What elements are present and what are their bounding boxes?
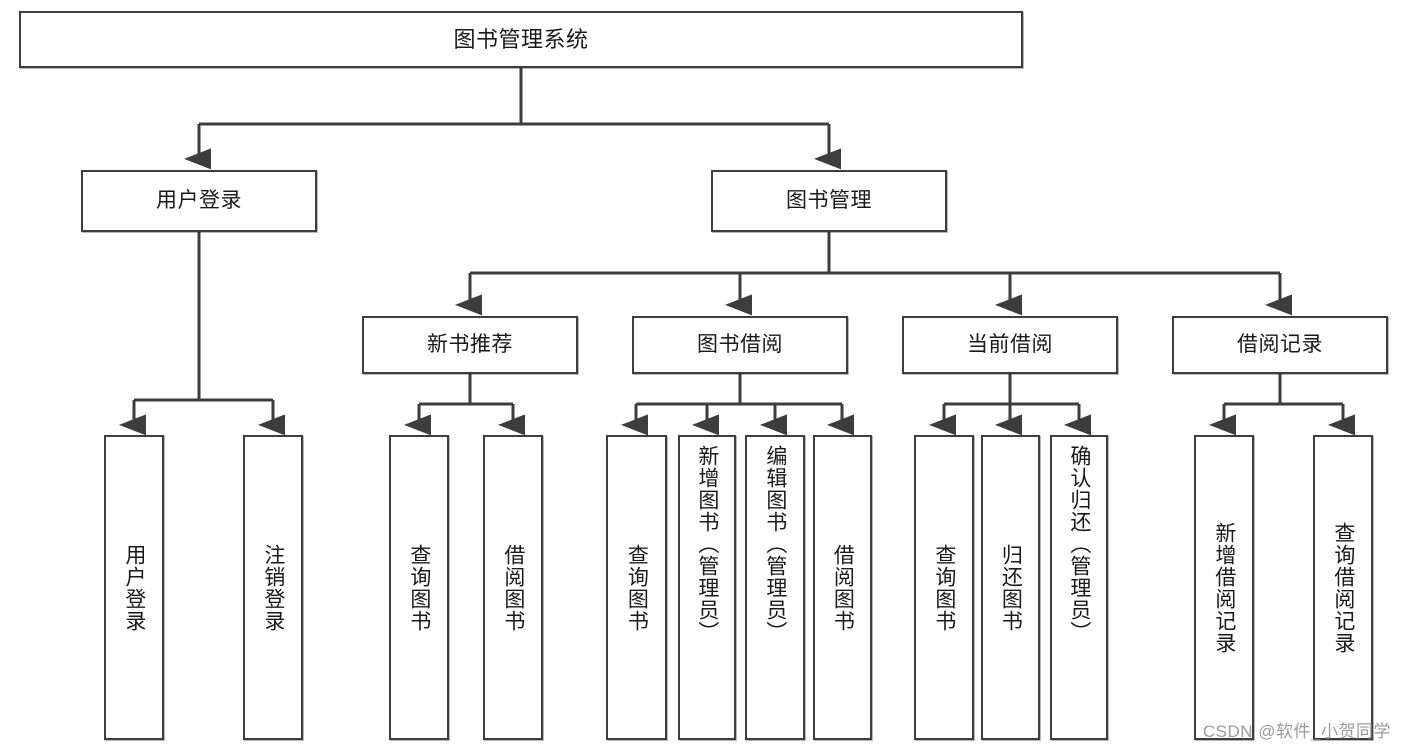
node-label: 查询借阅记录	[1331, 521, 1355, 654]
node-label: 查询图书	[932, 543, 956, 632]
node-borrow-record[interactable]: 借阅记录	[1172, 316, 1388, 374]
node-leaf-user-login[interactable]: 用户登录	[104, 435, 164, 740]
node-leaf-query-book-3[interactable]: 查询图书	[914, 435, 974, 740]
node-label: 新书推荐	[427, 332, 513, 356]
node-leaf-borrow-book-2[interactable]: 借阅图书	[813, 435, 872, 740]
node-label: 借阅图书	[831, 543, 855, 632]
node-label: 确认归还（管理员）	[1067, 445, 1091, 643]
watermark-text: CSDN @软件_小贺同学	[1202, 722, 1391, 741]
node-label: 归还图书	[999, 543, 1023, 632]
node-leaf-confirm-return-admin[interactable]: 确认归还（管理员）	[1050, 435, 1108, 740]
node-current-borrow[interactable]: 当前借阅	[902, 316, 1118, 374]
node-root-system[interactable]: 图书管理系统	[19, 11, 1023, 68]
node-leaf-query-borrow-record[interactable]: 查询借阅记录	[1313, 435, 1373, 740]
node-leaf-logout-login[interactable]: 注销登录	[243, 435, 303, 740]
node-label: 借阅图书	[501, 543, 525, 632]
node-book-management[interactable]: 图书管理	[711, 170, 947, 232]
node-leaf-query-book-1[interactable]: 查询图书	[389, 435, 449, 740]
node-label: 图书管理	[786, 188, 872, 212]
node-label: 当前借阅	[967, 332, 1053, 356]
node-new-book-recommend[interactable]: 新书推荐	[362, 316, 578, 374]
node-leaf-add-borrow-record[interactable]: 新增借阅记录	[1194, 435, 1254, 740]
node-label: 图书管理系统	[453, 26, 589, 52]
node-leaf-add-book-admin[interactable]: 新增图书（管理员）	[678, 435, 736, 740]
node-leaf-borrow-book-1[interactable]: 借阅图书	[483, 435, 543, 740]
node-label: 查询图书	[625, 543, 649, 632]
node-label: 图书借阅	[697, 332, 783, 356]
node-label: 新增图书（管理员）	[695, 445, 719, 643]
node-leaf-query-book-2[interactable]: 查询图书	[606, 435, 667, 740]
node-label: 用户登录	[156, 188, 242, 212]
node-leaf-edit-book-admin[interactable]: 编辑图书（管理员）	[745, 435, 805, 740]
node-user-login[interactable]: 用户登录	[81, 170, 317, 232]
node-label: 查询图书	[407, 543, 431, 632]
node-label: 注销登录	[261, 543, 285, 632]
node-label: 用户登录	[122, 543, 146, 632]
node-label: 编辑图书（管理员）	[763, 445, 787, 643]
node-label: 新增借阅记录	[1212, 521, 1236, 654]
node-label: 借阅记录	[1237, 332, 1323, 356]
node-leaf-return-book[interactable]: 归还图书	[981, 435, 1040, 740]
node-book-borrow[interactable]: 图书借阅	[632, 316, 848, 374]
